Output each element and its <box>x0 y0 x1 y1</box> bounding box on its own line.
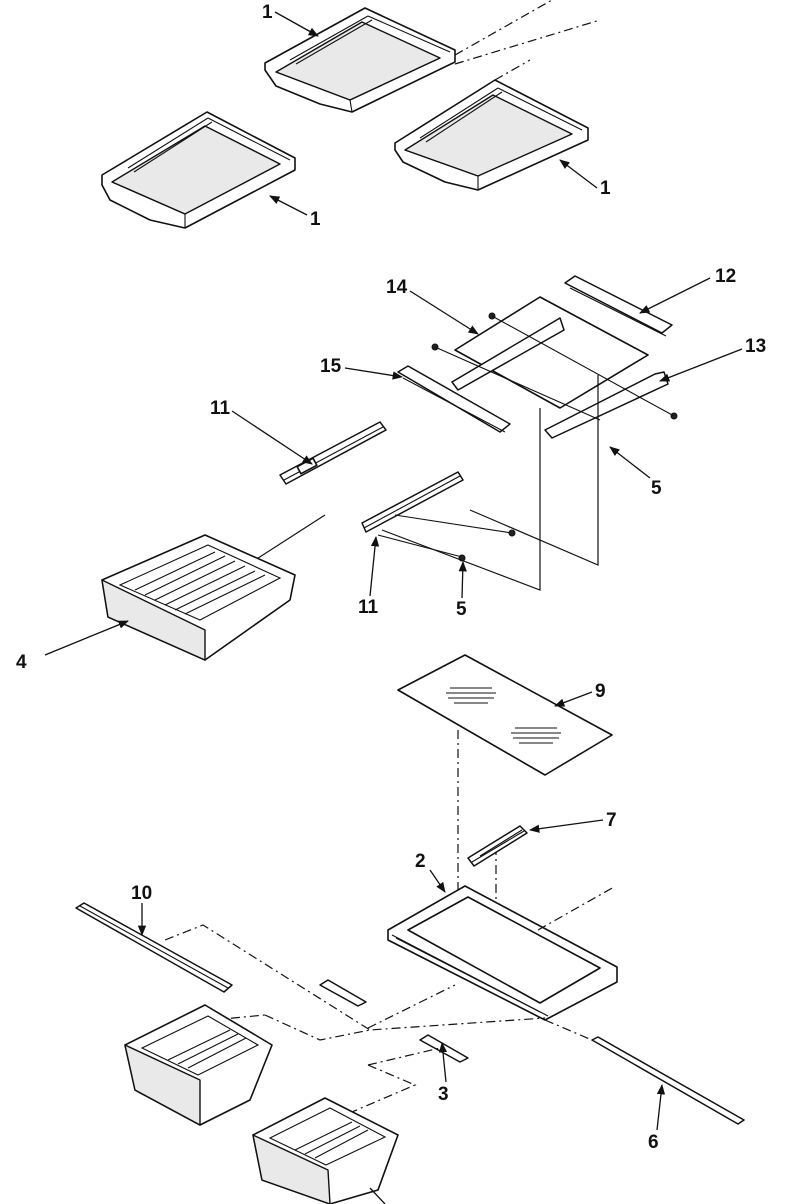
crisper-drawer-4 <box>101 534 296 661</box>
callout-9: 9 <box>595 681 606 702</box>
callout-1-left: 1 <box>310 209 321 230</box>
callout-3: 3 <box>438 1084 449 1105</box>
leader-lines <box>44 11 743 1204</box>
callout-1-top: 1 <box>262 2 273 23</box>
trim-strip-15 <box>397 365 511 433</box>
glass-shelf-14 <box>454 296 649 409</box>
callout-4: 4 <box>16 652 27 673</box>
callout-6: 6 <box>648 1132 659 1153</box>
guide-line <box>454 0 553 56</box>
trim-rail-6 <box>591 1036 745 1125</box>
bin-left <box>124 1004 273 1126</box>
trim-strip-10 <box>75 902 233 993</box>
callout-14: 14 <box>386 277 408 298</box>
callout-5-right: 5 <box>651 478 662 499</box>
slide-rail-7 <box>467 825 528 867</box>
callout-12: 12 <box>715 266 736 287</box>
guide-line <box>537 886 615 931</box>
callout-11-upper: 11 <box>210 398 231 419</box>
callout-15: 15 <box>320 356 342 377</box>
guide-line <box>454 19 601 65</box>
shelf-1-left <box>101 111 296 229</box>
shelf-bracket-13 <box>431 312 678 439</box>
callout-5-lower: 5 <box>456 599 467 620</box>
slide-rail-11-lower <box>361 471 516 562</box>
guide-line <box>251 514 326 563</box>
bracket-pin <box>319 979 367 1007</box>
callout-2: 2 <box>415 851 426 872</box>
bin-right <box>252 1097 399 1204</box>
callout-11-lower: 11 <box>358 597 379 618</box>
glass-cover-9 <box>397 654 613 776</box>
callout-1-right: 1 <box>600 178 611 199</box>
callout-10: 10 <box>131 883 152 904</box>
callout-7: 7 <box>606 810 617 831</box>
guide-line <box>381 408 541 591</box>
callout-13: 13 <box>745 336 766 357</box>
shelf-frame-2 <box>387 885 618 1021</box>
trim-strip-12 <box>564 275 673 337</box>
shelf-1-right <box>394 79 589 191</box>
guide-line <box>469 375 599 566</box>
shelf-1-top <box>264 7 456 113</box>
guide-line <box>494 59 531 81</box>
